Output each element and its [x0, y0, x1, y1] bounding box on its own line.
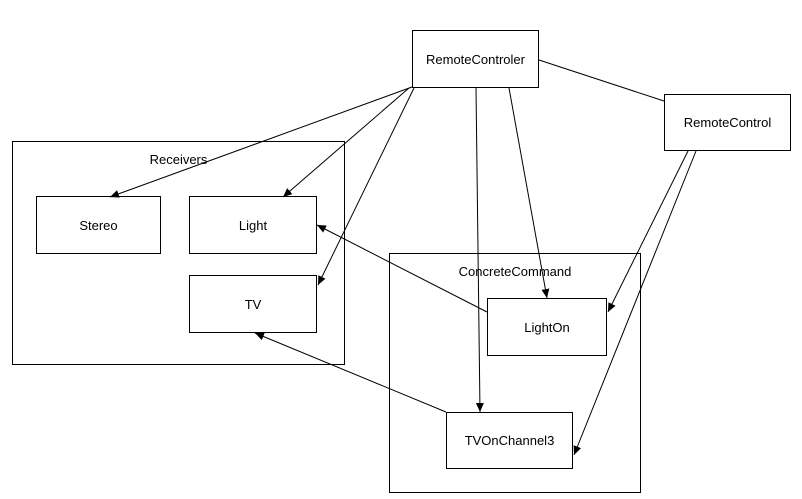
edge-remotecontroler-light [282, 87, 410, 198]
edge-tvonchannel3-tv [254, 332, 447, 413]
edge-remotecontrol-tvonchannel3 [573, 150, 697, 456]
edge-remotecontrol-lighton [607, 150, 689, 313]
edge-remotecontroler-remotecontrol [538, 59, 665, 102]
edge-lighton-light [316, 224, 488, 313]
group-receivers-label: Receivers [149, 152, 208, 167]
edge-remotecontroler-tv [317, 87, 415, 286]
edge-remotecontroler-tvonchannel3 [475, 87, 484, 413]
node-tv: TV [189, 275, 317, 333]
node-remote-controler: RemoteControler [412, 30, 539, 88]
node-tv-on-channel3: TVOnChannel3 [446, 412, 573, 469]
node-stereo: Stereo [36, 196, 161, 254]
node-remote-control: RemoteControl [664, 94, 791, 151]
edge-remotecontroler-lighton [508, 87, 550, 299]
node-light: Light [189, 196, 317, 254]
edge-remotecontroler-stereo [109, 86, 413, 198]
node-light-on: LightOn [487, 298, 607, 356]
